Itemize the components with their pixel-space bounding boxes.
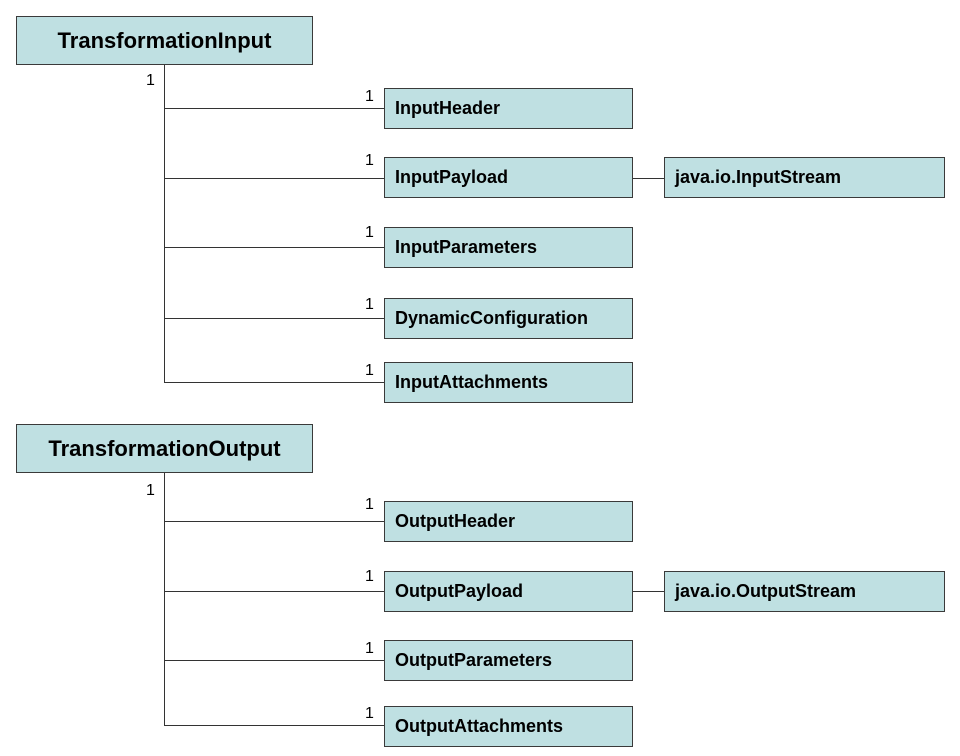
class-input-parameters[interactable]: InputParameters	[384, 227, 633, 268]
class-transformation-input[interactable]: TransformationInput	[16, 16, 313, 65]
multiplicity-transformation-input: 1	[146, 72, 155, 89]
connector-input-attachments	[164, 382, 384, 383]
multiplicity-output-parameters: 1	[365, 640, 374, 657]
class-output-parameters[interactable]: OutputParameters	[384, 640, 633, 681]
connector-output-parameters	[164, 660, 384, 661]
tree-trunk-input	[164, 65, 165, 383]
connector-dynamic-configuration	[164, 318, 384, 319]
class-input-payload[interactable]: InputPayload	[384, 157, 633, 198]
multiplicity-input-header: 1	[365, 88, 374, 105]
class-transformation-output[interactable]: TransformationOutput	[16, 424, 313, 473]
class-dynamic-configuration[interactable]: DynamicConfiguration	[384, 298, 633, 339]
multiplicity-output-header: 1	[365, 496, 374, 513]
class-input-attachments[interactable]: InputAttachments	[384, 362, 633, 403]
connector-input-header	[164, 108, 384, 109]
multiplicity-output-attachments: 1	[365, 705, 374, 722]
multiplicity-input-parameters: 1	[365, 224, 374, 241]
connector-output-stream	[633, 591, 664, 592]
multiplicity-input-attachments: 1	[365, 362, 374, 379]
connector-output-header	[164, 521, 384, 522]
connector-output-attachments	[164, 725, 384, 726]
multiplicity-dynamic-configuration: 1	[365, 296, 374, 313]
connector-input-stream	[633, 178, 664, 179]
class-output-payload[interactable]: OutputPayload	[384, 571, 633, 612]
class-java-io-inputstream[interactable]: java.io.InputStream	[664, 157, 945, 198]
class-output-header[interactable]: OutputHeader	[384, 501, 633, 542]
connector-input-payload	[164, 178, 384, 179]
class-output-attachments[interactable]: OutputAttachments	[384, 706, 633, 747]
connector-output-payload	[164, 591, 384, 592]
multiplicity-input-payload: 1	[365, 152, 374, 169]
class-input-header[interactable]: InputHeader	[384, 88, 633, 129]
tree-trunk-output	[164, 473, 165, 726]
multiplicity-output-payload: 1	[365, 568, 374, 585]
class-java-io-outputstream[interactable]: java.io.OutputStream	[664, 571, 945, 612]
multiplicity-transformation-output: 1	[146, 482, 155, 499]
connector-input-parameters	[164, 247, 384, 248]
